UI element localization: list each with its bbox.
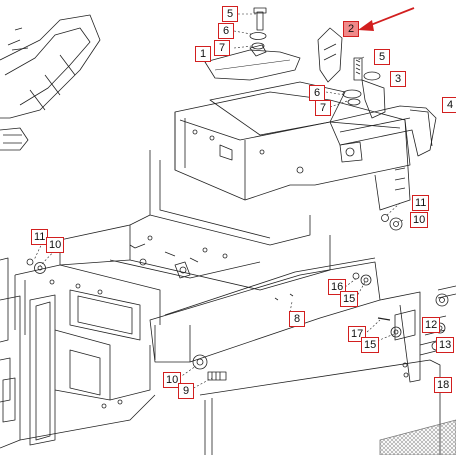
part-8-beam: [149, 257, 381, 363]
callout-part-9[interactable]: 9: [178, 383, 194, 399]
callout-part-10[interactable]: 10: [46, 237, 65, 253]
callout-part-10[interactable]: 10: [410, 212, 429, 228]
callout-part-5[interactable]: 5: [374, 49, 390, 65]
callout-part-11[interactable]: 11: [31, 229, 49, 245]
callout-part-6[interactable]: 6: [309, 85, 325, 101]
part-18-mesh-screen: [379, 419, 456, 455]
left-washers: [26, 258, 46, 274]
callout-part-15[interactable]: 15: [361, 337, 380, 353]
main-frame: [14, 150, 331, 341]
part-3-arm: [361, 79, 386, 119]
part-2-bracket: [317, 27, 343, 83]
callout-part-4[interactable]: 4: [442, 97, 456, 113]
left-lower-frame: [0, 257, 156, 449]
callout-part-6[interactable]: 6: [218, 23, 234, 39]
callout-part-3[interactable]: 3: [390, 71, 406, 87]
bolt-5-right: [342, 57, 381, 106]
callout-part-7[interactable]: 7: [214, 40, 230, 56]
callout-part-2[interactable]: 2: [343, 21, 359, 37]
callout-part-10[interactable]: 10: [163, 372, 182, 388]
callout-part-15[interactable]: 15: [340, 291, 359, 307]
bolt-5-left: [249, 7, 267, 50]
callout-part-11[interactable]: 11: [412, 195, 430, 211]
callout-part-7[interactable]: 7: [315, 100, 331, 116]
upper-frame: [174, 81, 411, 211]
callout-part-8[interactable]: 8: [289, 311, 305, 327]
pointer-arrow: [358, 7, 415, 31]
upper-left-assembly: [0, 14, 101, 151]
part-1-plate: [204, 49, 301, 81]
callout-part-18[interactable]: 18: [434, 377, 453, 393]
right-washers: [352, 214, 403, 338]
callout-part-1[interactable]: 1: [195, 46, 211, 62]
lower-right-frame: [199, 285, 456, 455]
callout-part-5[interactable]: 5: [222, 6, 238, 22]
callout-part-12[interactable]: 12: [422, 317, 441, 333]
part-4-arm: [329, 105, 437, 157]
callout-part-13[interactable]: 13: [436, 337, 455, 353]
bolt-9: [192, 354, 227, 381]
